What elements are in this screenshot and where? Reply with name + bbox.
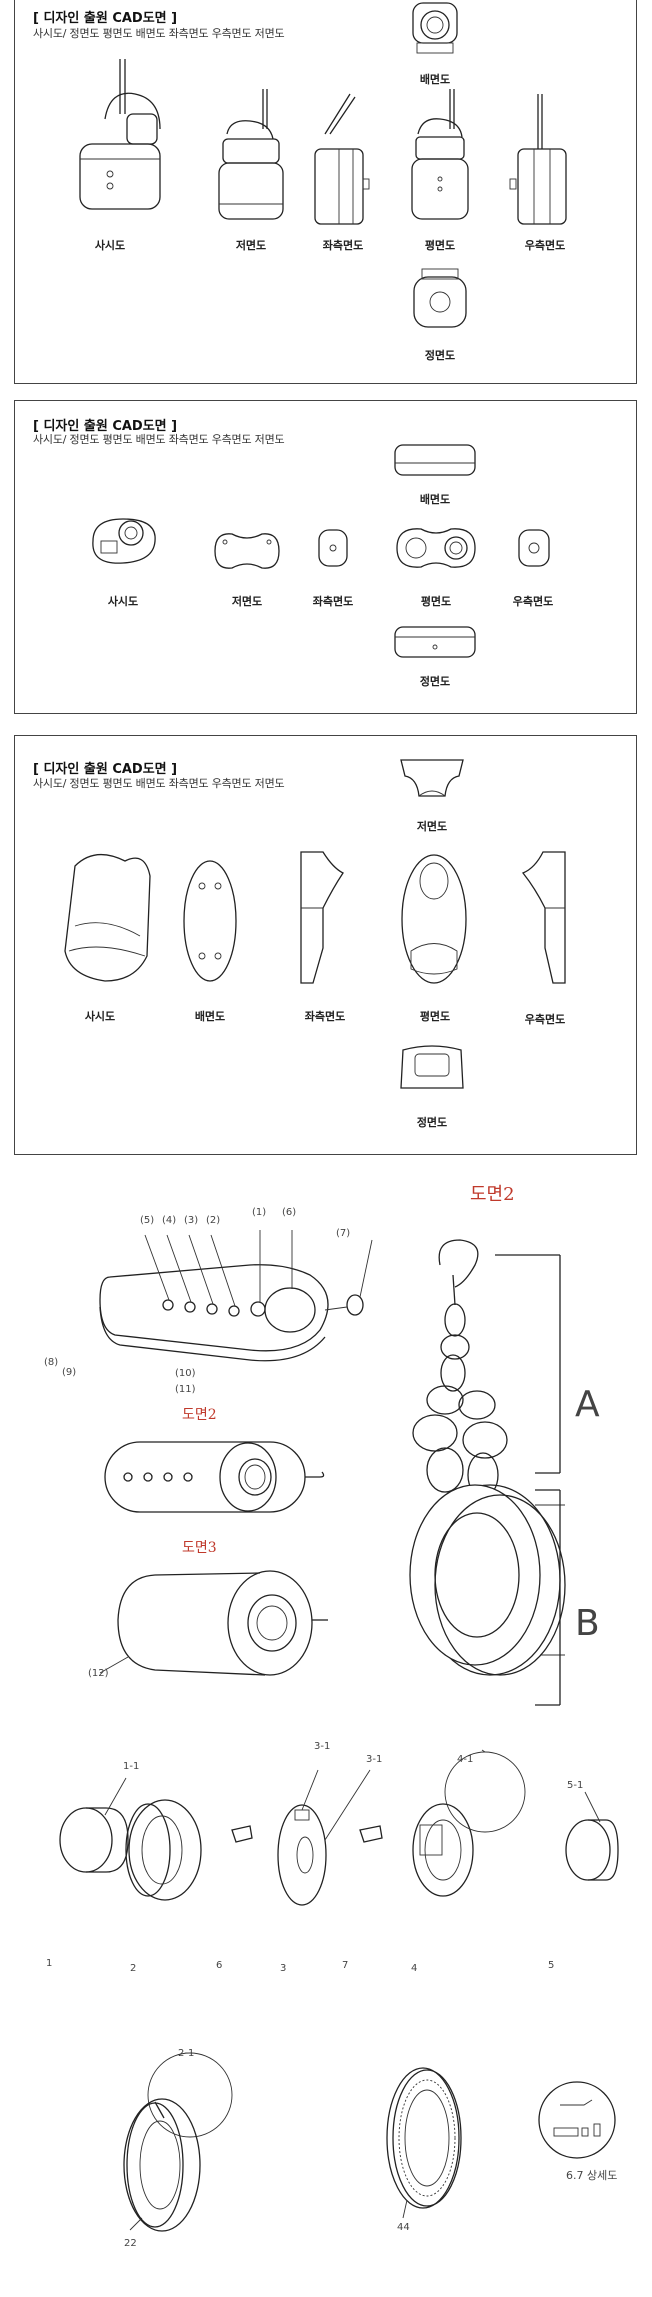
letter-b: B <box>575 1603 600 1644</box>
callout-6: (6) <box>282 1207 297 1218</box>
part-44: 44 <box>397 2222 410 2233</box>
back-view-drawing <box>412 2 458 54</box>
cad-panel-3: [ 디자인 출원 CAD도면 ] 사시도/ 정면도 평면도 배면도 좌측면도 우… <box>14 735 637 1155</box>
label-perspective: 사시도 <box>107 595 139 608</box>
detail-6-7-drawing <box>538 2081 616 2159</box>
top-view-drawing <box>411 89 469 220</box>
back-view-drawing <box>183 860 237 982</box>
part-4-1: 4-1 <box>457 1754 474 1765</box>
front-view-drawing <box>394 626 476 658</box>
callout-4: (4) <box>162 1215 177 1226</box>
fig2-right-label: 도면2 <box>470 1184 515 1205</box>
callout-9: (9) <box>62 1367 77 1378</box>
fig3-device-drawing <box>99 1570 328 1676</box>
back-view-drawing <box>394 444 476 476</box>
letter-a: A <box>575 1384 600 1425</box>
part-3: 3 <box>280 1963 287 1974</box>
callout-1: (1) <box>252 1207 267 1218</box>
callout-2: (2) <box>206 1215 221 1226</box>
label-left: 좌측면도 <box>304 1010 346 1023</box>
callout-3: (3) <box>184 1215 199 1226</box>
callout-12: (12) <box>88 1668 109 1679</box>
fig1-device-drawing <box>99 1230 373 1362</box>
label-bottom: 저면도 <box>231 595 263 608</box>
label-front: 정면도 <box>419 675 451 688</box>
part-5: 5 <box>548 1960 555 1971</box>
part-44-drawing <box>386 2067 462 2219</box>
label-bottom: 저면도 <box>416 820 448 833</box>
callout-11: (11) <box>175 1384 196 1395</box>
right-view-drawing <box>518 529 550 567</box>
part-3-1-a: 3-1 <box>314 1741 331 1752</box>
label-left: 좌측면도 <box>312 595 354 608</box>
part-2: 2 <box>130 1963 137 1974</box>
left-view-drawing <box>314 93 370 225</box>
left-view-drawing <box>318 529 348 567</box>
label-front: 정면도 <box>416 1116 448 1129</box>
label-front: 정면도 <box>424 349 456 362</box>
label-bottom: 저면도 <box>235 239 267 252</box>
label-right: 우측면도 <box>524 1013 566 1026</box>
right-view-drawing <box>521 851 566 984</box>
perspective-drawing <box>79 59 161 210</box>
perspective-drawing <box>64 854 151 982</box>
left-view-drawing <box>300 851 344 984</box>
exploded-parts-drawing <box>59 1749 619 1906</box>
panel-title: [ 디자인 출원 CAD도면 ] <box>33 762 178 777</box>
bottom-view-drawing <box>400 759 464 797</box>
label-left: 좌측면도 <box>322 239 364 252</box>
label-back: 배면도 <box>419 73 451 86</box>
front-view-drawing <box>400 1045 464 1089</box>
part-22-drawing <box>123 2052 233 2232</box>
callout-8: (8) <box>44 1357 59 1368</box>
right-view-drawing <box>509 94 567 225</box>
fig2-label: 도면2 <box>182 1407 217 1423</box>
front-view-drawing <box>413 268 467 328</box>
part-1: 1 <box>46 1958 53 1969</box>
part-4: 4 <box>411 1963 418 1974</box>
bottom-view-drawing <box>214 533 280 569</box>
keychain-drawing <box>409 1239 566 1706</box>
label-back: 배면도 <box>419 493 451 506</box>
cad-panel-1: [ 디자인 출원 CAD도면 ] 사시도/ 정면도 평면도 배면도 좌측면도 우… <box>14 0 637 384</box>
top-view-drawing <box>396 528 476 568</box>
part-1-1: 1-1 <box>123 1761 140 1772</box>
label-top: 평면도 <box>424 239 456 252</box>
panel-subtitle: 사시도/ 정면도 평면도 배면도 좌측면도 우측면도 저면도 <box>33 777 285 790</box>
panel-title: [ 디자인 출원 CAD도면 ] <box>33 419 178 434</box>
panel-subtitle: 사시도/ 정면도 평면도 배면도 좌측면도 우측면도 저면도 <box>33 433 285 446</box>
part-3-1-b: 3-1 <box>366 1754 383 1765</box>
cad-panel-2: [ 디자인 출원 CAD도면 ] 사시도/ 정면도 평면도 배면도 좌측면도 우… <box>14 400 637 714</box>
label-right: 우측면도 <box>524 239 566 252</box>
label-right: 우측면도 <box>512 595 554 608</box>
detail-caption: 6.7 상세도 <box>566 2169 618 2182</box>
callout-5: (5) <box>140 1215 155 1226</box>
top-view-drawing <box>401 854 467 984</box>
perspective-drawing <box>92 518 156 564</box>
label-back: 배면도 <box>194 1010 226 1023</box>
fig2-device-drawing <box>104 1441 325 1513</box>
part-7: 7 <box>342 1960 349 1971</box>
fig3-label: 도면3 <box>182 1540 217 1556</box>
label-top: 평면도 <box>420 595 452 608</box>
label-perspective: 사시도 <box>94 239 126 252</box>
part-5-1: 5-1 <box>567 1780 584 1791</box>
part-22: 22 <box>124 2238 137 2249</box>
panel-title: [ 디자인 출원 CAD도면 ] <box>33 11 178 26</box>
panel-subtitle: 사시도/ 정면도 평면도 배면도 좌측면도 우측면도 저면도 <box>33 27 285 40</box>
bottom-view-drawing <box>218 89 284 220</box>
callout-7: (7) <box>336 1228 351 1239</box>
part-6: 6 <box>216 1960 223 1971</box>
label-perspective: 사시도 <box>84 1010 116 1023</box>
label-top: 평면도 <box>419 1010 451 1023</box>
callout-10: (10) <box>175 1368 196 1379</box>
